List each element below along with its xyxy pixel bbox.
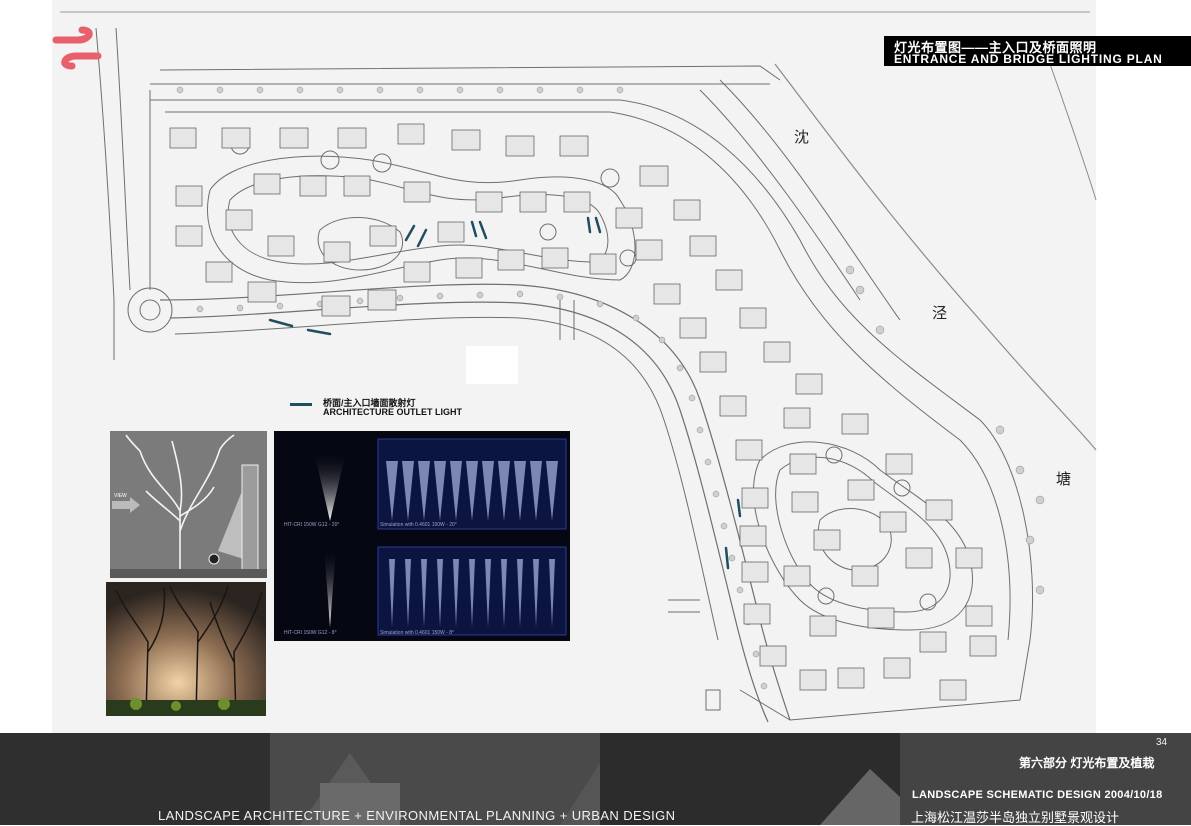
sim-caption-1: Simulation with 0.4601 150W - 20° [380, 522, 457, 528]
river-label-2: 泾 [932, 305, 948, 322]
footer-band [0, 733, 1191, 825]
site-plan [60, 11, 1097, 723]
left-margin [0, 0, 52, 733]
sim-caption-2: Simulation with 0.4601 150W - 8° [380, 630, 454, 636]
river-label-1: 沈 [794, 129, 810, 146]
firm-tagline: LANDSCAPE ARCHITECTURE + ENVIRONMENTAL P… [158, 808, 676, 823]
legend-label-cn: 桥面/主入口墙面散射灯 [323, 398, 416, 408]
sim-fixture-2: HIT-CRI 150W G12 - 8° [284, 630, 337, 636]
legend-label-en: ARCHITECTURE OUTLET LIGHT [323, 407, 462, 417]
legend: 桥面/主入口墙面散射灯 ARCHITECTURE OUTLET LIGHT [290, 396, 490, 420]
firm-logo [52, 26, 102, 70]
light-simulation-panel: HIT-CRI 150W G12 - 20° Simulation with 0… [274, 431, 570, 641]
section-title-cn: 第六部分 灯光布置及植栽 [1019, 756, 1155, 770]
view-arrow-label: VIEW [114, 493, 127, 499]
design-title-en: LANDSCAPE SCHEMATIC DESIGN 2004/10/18 [912, 789, 1163, 801]
legend-line-swatch [290, 403, 312, 406]
night-trees-photo [106, 582, 266, 716]
project-title-cn: 上海松江温莎半岛独立别墅景观设计 [911, 810, 1120, 825]
uplight-illustration: VIEW [110, 431, 267, 578]
sim-fixture-1: HIT-CRI 150W G12 - 20° [284, 522, 340, 528]
right-margin [1096, 0, 1191, 733]
river-label-3: 塘 [1056, 471, 1072, 488]
title-block: 灯光布置图——主入口及桥面照明 ENTRANCE AND BRIDGE LIGH… [884, 36, 1191, 66]
title-en: ENTRANCE AND BRIDGE LIGHTING PLAN [894, 52, 1163, 66]
plan-blank-area [466, 346, 518, 384]
title-cn: 灯光布置图——主入口及桥面照明 [894, 40, 1097, 55]
page-number: 34 [1156, 737, 1168, 748]
